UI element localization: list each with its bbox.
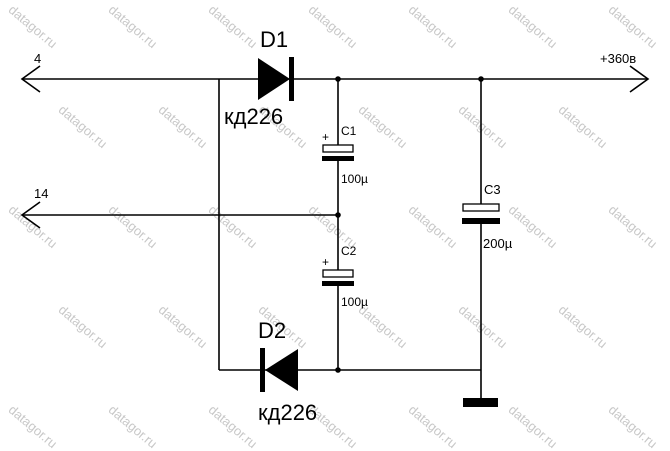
- input-14-arrow: [20, 201, 41, 229]
- junction-dot: [335, 367, 341, 373]
- capacitor-c2-ref: C2: [341, 244, 357, 258]
- capacitor-c1-value: 100µ: [341, 172, 368, 186]
- watermark-text: datagor.ru: [606, 402, 660, 451]
- diode-d1-bar: [289, 57, 294, 101]
- watermark-text: datagor.ru: [406, 202, 460, 251]
- node-label-input-4: 4: [34, 51, 41, 66]
- watermark-text: datagor.ru: [456, 102, 510, 151]
- watermark-text: datagor.ru: [556, 102, 610, 151]
- capacitor-c1-plate-positive: [322, 144, 354, 153]
- capacitor-c3-value: 200µ: [483, 236, 513, 251]
- capacitor-c1-plate-negative: [322, 156, 354, 161]
- watermark-text: datagor.ru: [56, 302, 110, 351]
- input-4-arrow: [20, 65, 41, 93]
- diode-d1-part: кд226: [224, 104, 283, 129]
- capacitor-c2-value: 100µ: [341, 295, 368, 309]
- output-arrow: [629, 65, 650, 93]
- watermark-text: datagor.ru: [206, 2, 260, 51]
- node-label-output: +360в: [600, 51, 636, 66]
- diode-d2-triangle: [265, 349, 298, 391]
- watermark-text: datagor.ru: [6, 402, 60, 451]
- diode-d2: [260, 348, 298, 392]
- watermark-text: datagor.ru: [156, 102, 210, 151]
- watermark-text: datagor.ru: [106, 2, 160, 51]
- watermark-text: datagor.ru: [406, 402, 460, 451]
- junction-dot: [335, 212, 341, 218]
- watermark-text: datagor.ru: [206, 202, 260, 251]
- junction-dot: [478, 76, 484, 82]
- watermark-text: datagor.ru: [306, 2, 360, 51]
- diode-d2-part: кд226: [258, 400, 317, 425]
- node-label-input-14: 14: [34, 186, 48, 201]
- watermark-text: datagor.ru: [156, 302, 210, 351]
- watermark-text: datagor.ru: [506, 202, 560, 251]
- capacitor-c3-plate-upper: [462, 203, 500, 212]
- watermark-text: datagor.ru: [6, 2, 60, 51]
- capacitor-c1-ref: C1: [341, 124, 357, 138]
- capacitor-c1-polarity: +: [322, 130, 329, 144]
- capacitor-c1: [322, 144, 354, 161]
- diode-d1: [258, 57, 294, 101]
- watermark-text: datagor.ru: [556, 302, 610, 351]
- watermark-text: datagor.ru: [506, 402, 560, 451]
- ground-terminal-bar: [463, 398, 498, 407]
- watermark-text: datagor.ru: [606, 202, 660, 251]
- watermark-text: datagor.ru: [606, 2, 660, 51]
- diode-d1-triangle: [258, 58, 290, 100]
- capacitor-c2: [322, 269, 354, 286]
- capacitor-c3-ref: C3: [484, 182, 501, 197]
- watermark-text: datagor.ru: [106, 202, 160, 251]
- capacitor-c2-plate-positive: [322, 269, 354, 278]
- junction-dot: [335, 76, 341, 82]
- diode-d2-bar: [260, 348, 265, 392]
- watermark-text: datagor.ru: [356, 102, 410, 151]
- diode-d1-ref: D1: [260, 27, 288, 52]
- capacitor-c3: [462, 203, 500, 224]
- watermark-text: datagor.ru: [506, 2, 560, 51]
- watermark-text: datagor.ru: [456, 302, 510, 351]
- watermark-text: datagor.ru: [406, 2, 460, 51]
- diode-d2-ref: D2: [258, 318, 286, 343]
- capacitor-c3-plate-lower: [462, 218, 500, 224]
- capacitor-c2-plate-negative: [322, 281, 354, 286]
- watermark-text: datagor.ru: [6, 202, 60, 251]
- capacitor-c2-polarity: +: [322, 255, 329, 269]
- watermark-text: datagor.ru: [106, 402, 160, 451]
- watermark-text: datagor.ru: [206, 402, 260, 451]
- watermark-text: datagor.ru: [56, 102, 110, 151]
- watermark-text: datagor.ru: [356, 302, 410, 351]
- watermark-layer: datagor.ru datagor.ru datagor.ru datagor.ru…: [6, 2, 660, 451]
